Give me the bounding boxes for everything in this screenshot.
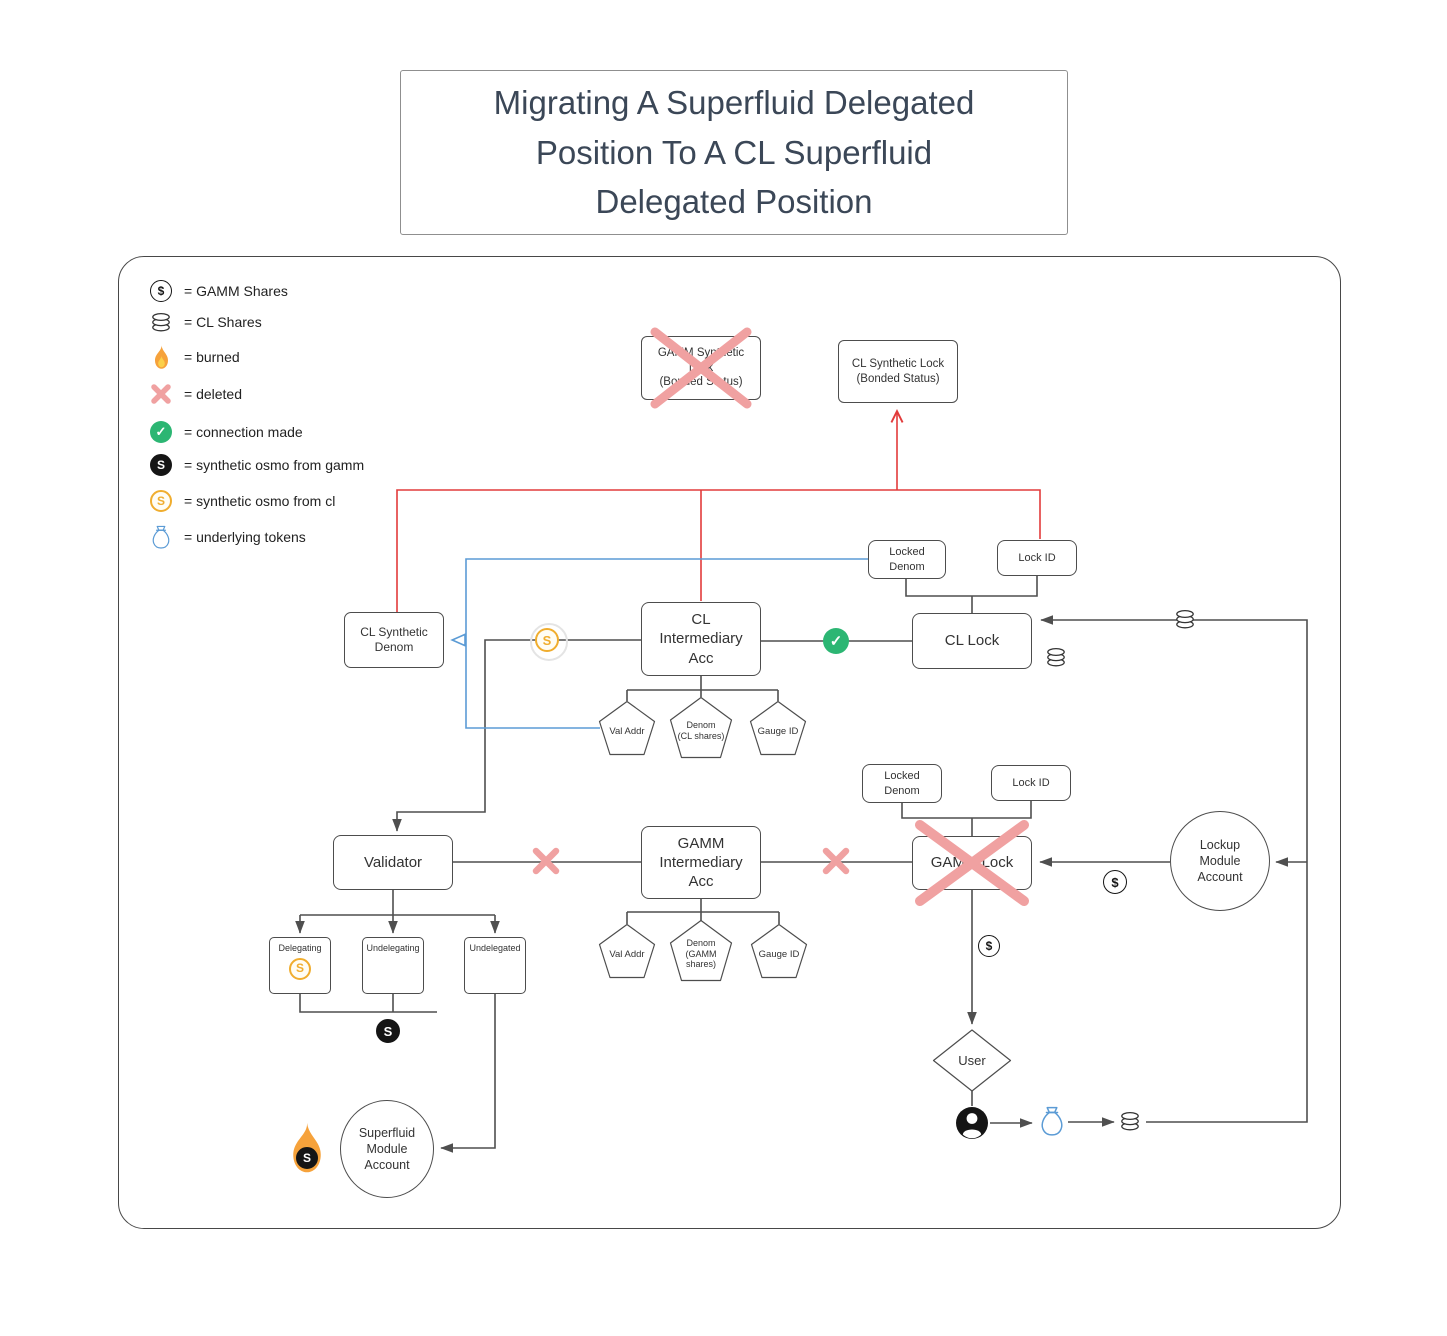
legend-item-synthetic-gamm: S = synthetic osmo from gamm: [148, 452, 364, 478]
legend-label: = deleted: [184, 386, 242, 402]
node-undelegated: Undelegated: [464, 937, 526, 994]
legend-label: = CL Shares: [184, 314, 262, 330]
node-cl-synthetic-lock: CL Synthetic Lock (Bonded Status): [838, 340, 958, 403]
legend-label: = GAMM Shares: [184, 283, 288, 299]
node-validator: Validator: [333, 835, 453, 890]
legend-item-connection-made: ✓ = connection made: [148, 419, 303, 445]
node-denom-cl-shares-label: Denom (CL shares): [677, 720, 725, 741]
node-lock-id-gamm: Lock ID: [991, 765, 1071, 801]
flame-icon: [151, 344, 172, 370]
gamm-shares-coin-icon: $: [1103, 870, 1127, 894]
black-s-coin-icon: S: [296, 1147, 318, 1169]
node-lock-id-cl: Lock ID: [997, 540, 1077, 576]
node-denom-gamm-shares: Denom (GAMM shares): [669, 919, 733, 982]
node-undelegated-label: Undelegated: [469, 943, 521, 953]
cl-shares-coins-icon: [1119, 1111, 1141, 1136]
deleted-x-icon: [151, 384, 171, 404]
node-superfluid-module-account: Superfluid Module Account: [340, 1100, 434, 1198]
node-lockup-module-account: Lockup Module Account: [1170, 811, 1270, 911]
node-gamm-intermediary-acc: GAMM Intermediary Acc: [641, 826, 761, 899]
legend-item-synthetic-cl: S = synthetic osmo from cl: [148, 488, 335, 514]
legend-item-gamm-shares: $ = GAMM Shares: [148, 278, 288, 304]
gold-s-coin-icon: S: [150, 490, 172, 512]
legend-item-deleted: = deleted: [148, 381, 242, 407]
node-cl-lock: CL Lock: [912, 613, 1032, 669]
legend-label: = underlying tokens: [184, 529, 306, 545]
node-delegating: Delegating S: [269, 937, 331, 994]
node-delegating-label: Delegating: [278, 943, 322, 953]
node-gauge-id-gamm-label: Gauge ID: [758, 948, 800, 960]
money-bag-icon: [150, 524, 172, 550]
legend-label: = synthetic osmo from gamm: [184, 457, 365, 473]
node-locked-denom-gamm: Locked Denom: [862, 764, 942, 803]
cl-shares-coins-icon: [1174, 609, 1196, 634]
gold-s-coin-icon: S: [289, 957, 311, 980]
legend-item-burned: = burned: [148, 344, 240, 370]
node-val-addr-cl: Val Addr: [598, 700, 656, 756]
deleted-x-icon: [822, 847, 850, 875]
legend-label: = connection made: [184, 424, 303, 440]
node-val-addr-gamm: Val Addr: [598, 923, 656, 979]
node-user-label: User: [958, 1053, 986, 1068]
node-undelegating-label: Undelegating: [366, 943, 420, 953]
black-s-coin-icon: S: [376, 1019, 400, 1043]
deleted-x-icon: [915, 820, 1029, 906]
node-user: User: [932, 1029, 1012, 1092]
legend-item-underlying-tokens: = underlying tokens: [148, 524, 306, 550]
node-gauge-id-gamm: Gauge ID: [750, 923, 808, 979]
node-cl-synthetic-denom: CL Synthetic Denom: [344, 612, 444, 668]
gamm-shares-coin-icon: $: [150, 280, 172, 302]
deleted-x-icon: [650, 327, 752, 409]
connection-check-icon: ✓: [823, 628, 849, 654]
node-undelegating: Undelegating: [362, 937, 424, 994]
gold-s-coin-icon: S: [535, 628, 559, 652]
person-icon: [955, 1106, 989, 1145]
diagram-frame: [118, 256, 1341, 1229]
cl-shares-coins-icon: [150, 312, 172, 332]
node-denom-gamm-shares-label: Denom (GAMM shares): [685, 937, 717, 970]
legend-item-cl-shares: = CL Shares: [148, 309, 262, 335]
node-gauge-id-cl-label: Gauge ID: [757, 725, 799, 737]
deleted-x-icon: [532, 847, 560, 875]
legend-label: = burned: [184, 349, 240, 365]
diagram-title: Migrating A Superfluid Delegated Positio…: [400, 70, 1068, 235]
node-locked-denom-cl: Locked Denom: [868, 540, 946, 579]
gamm-shares-coin-icon: $: [978, 935, 1000, 957]
gold-s-coin-halo: [530, 623, 568, 661]
black-s-coin-icon: S: [150, 454, 172, 476]
cl-shares-coins-icon: [1045, 647, 1067, 672]
node-val-addr-cl-label: Val Addr: [609, 725, 645, 737]
node-denom-cl-shares: Denom (CL shares): [669, 696, 733, 759]
node-val-addr-gamm-label: Val Addr: [609, 948, 645, 960]
legend-label: = synthetic osmo from cl: [184, 493, 336, 509]
node-gauge-id-cl: Gauge ID: [749, 700, 807, 756]
connection-check-icon: ✓: [150, 421, 172, 443]
money-bag-icon: [1038, 1105, 1066, 1142]
node-cl-intermediary-acc: CL Intermediary Acc: [641, 602, 761, 676]
